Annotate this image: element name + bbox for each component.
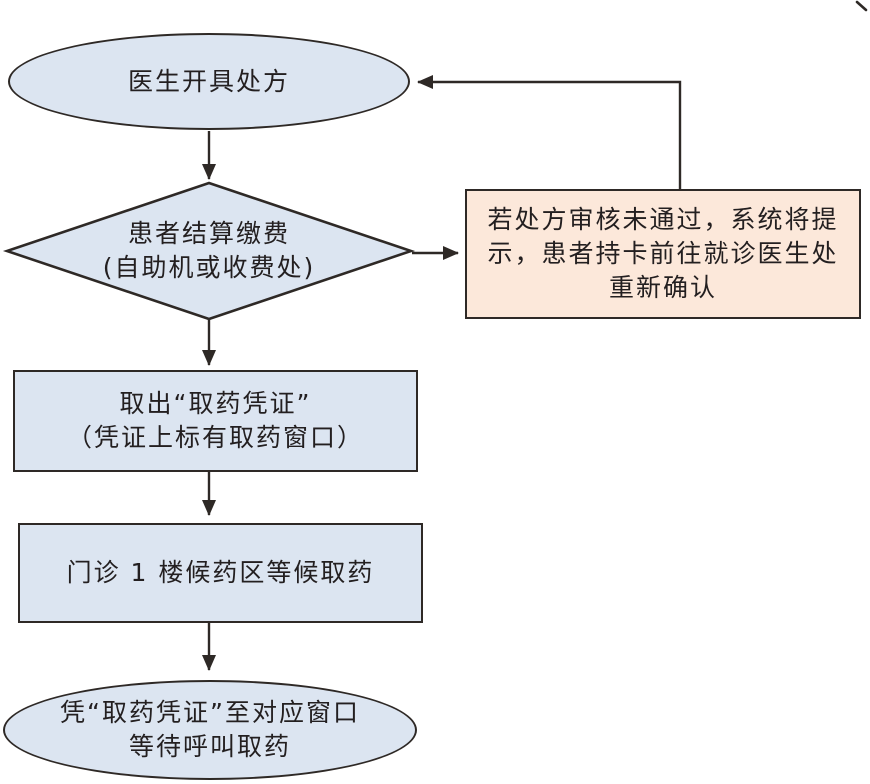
- node-step1: 取出“取药凭证” （凭证上标有取药窗口）: [13, 370, 418, 472]
- node-start: 医生开具处方: [8, 33, 410, 130]
- arrow-note-to-start-feedback: [417, 75, 682, 189]
- node-start-label: 医生开具处方: [127, 66, 290, 96]
- node-note: 若处方审核未通过，系统将提 示，患者持卡前往就诊医生处 重新确认: [465, 189, 861, 319]
- node-step2-label: 门诊 1 楼候药区等候取药: [66, 558, 375, 587]
- node-end-line2: 等待呼叫取药: [128, 732, 291, 761]
- node-decision-line1: 患者结算缴费: [127, 219, 290, 248]
- stray-tick-icon: [855, 0, 868, 12]
- node-decision: 患者结算缴费 (自助机或收费处): [79, 207, 339, 295]
- node-note-line1: 若处方审核未通过，系统将提: [487, 205, 839, 234]
- node-step2: 门诊 1 楼候药区等候取药: [18, 523, 423, 623]
- node-end-line1: 凭“取药凭证”至对应窗口: [60, 698, 360, 727]
- node-step1-line1: 取出“取药凭证”: [119, 389, 312, 418]
- node-end: 凭“取药凭证”至对应窗口 等待呼叫取药: [3, 680, 417, 780]
- node-note-line2: 示，患者持卡前往就诊医生处: [487, 239, 839, 268]
- node-step1-line2: （凭证上标有取药窗口）: [66, 423, 364, 452]
- node-decision-line2: (自助机或收费处): [102, 253, 316, 282]
- node-note-line3: 重新确认: [608, 273, 717, 302]
